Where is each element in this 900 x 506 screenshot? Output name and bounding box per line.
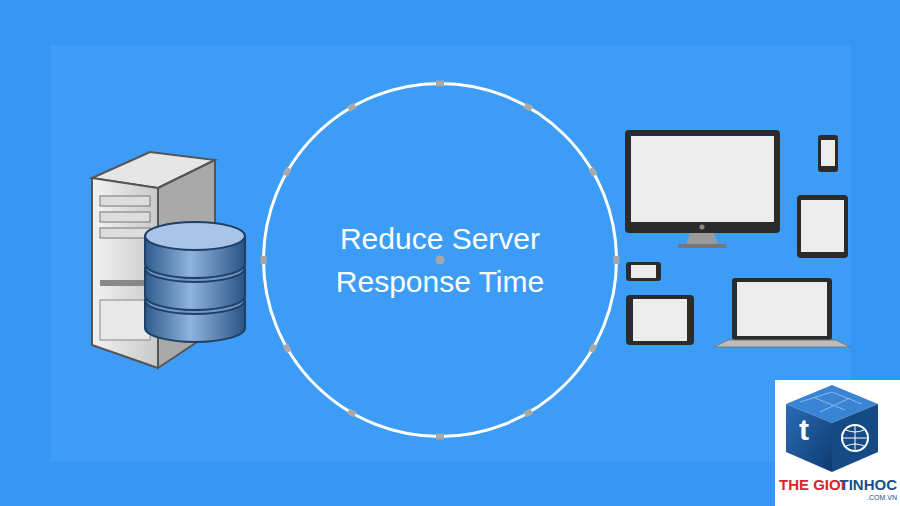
tick-mark <box>614 256 620 264</box>
tick-mark <box>588 343 597 353</box>
tick-mark <box>523 103 533 112</box>
database-icon <box>145 222 245 342</box>
tick-mark <box>523 408 533 417</box>
tick-mark <box>261 256 267 264</box>
logo <box>775 380 900 506</box>
tick-mark <box>436 434 444 440</box>
logo-letter: t <box>799 415 809 445</box>
circle-ring <box>264 84 617 437</box>
tick-mark <box>283 167 292 177</box>
center-dot <box>436 256 445 265</box>
tick-mark <box>588 167 597 177</box>
tick-mark <box>436 81 444 87</box>
tick-mark <box>347 408 357 417</box>
circle-outline <box>262 82 618 438</box>
logo-text: THE GIOI <box>779 477 845 492</box>
logo-text: TINHOC <box>840 477 898 492</box>
circle-title: Reduce Server Response Time <box>325 217 555 303</box>
logo-domain: .COM.VN <box>867 494 897 501</box>
panel <box>50 45 850 462</box>
focus-circle: Reduce Server Response Time <box>262 82 618 438</box>
devices-icon <box>625 130 850 347</box>
tick-mark <box>283 343 292 353</box>
tick-mark <box>347 103 357 112</box>
